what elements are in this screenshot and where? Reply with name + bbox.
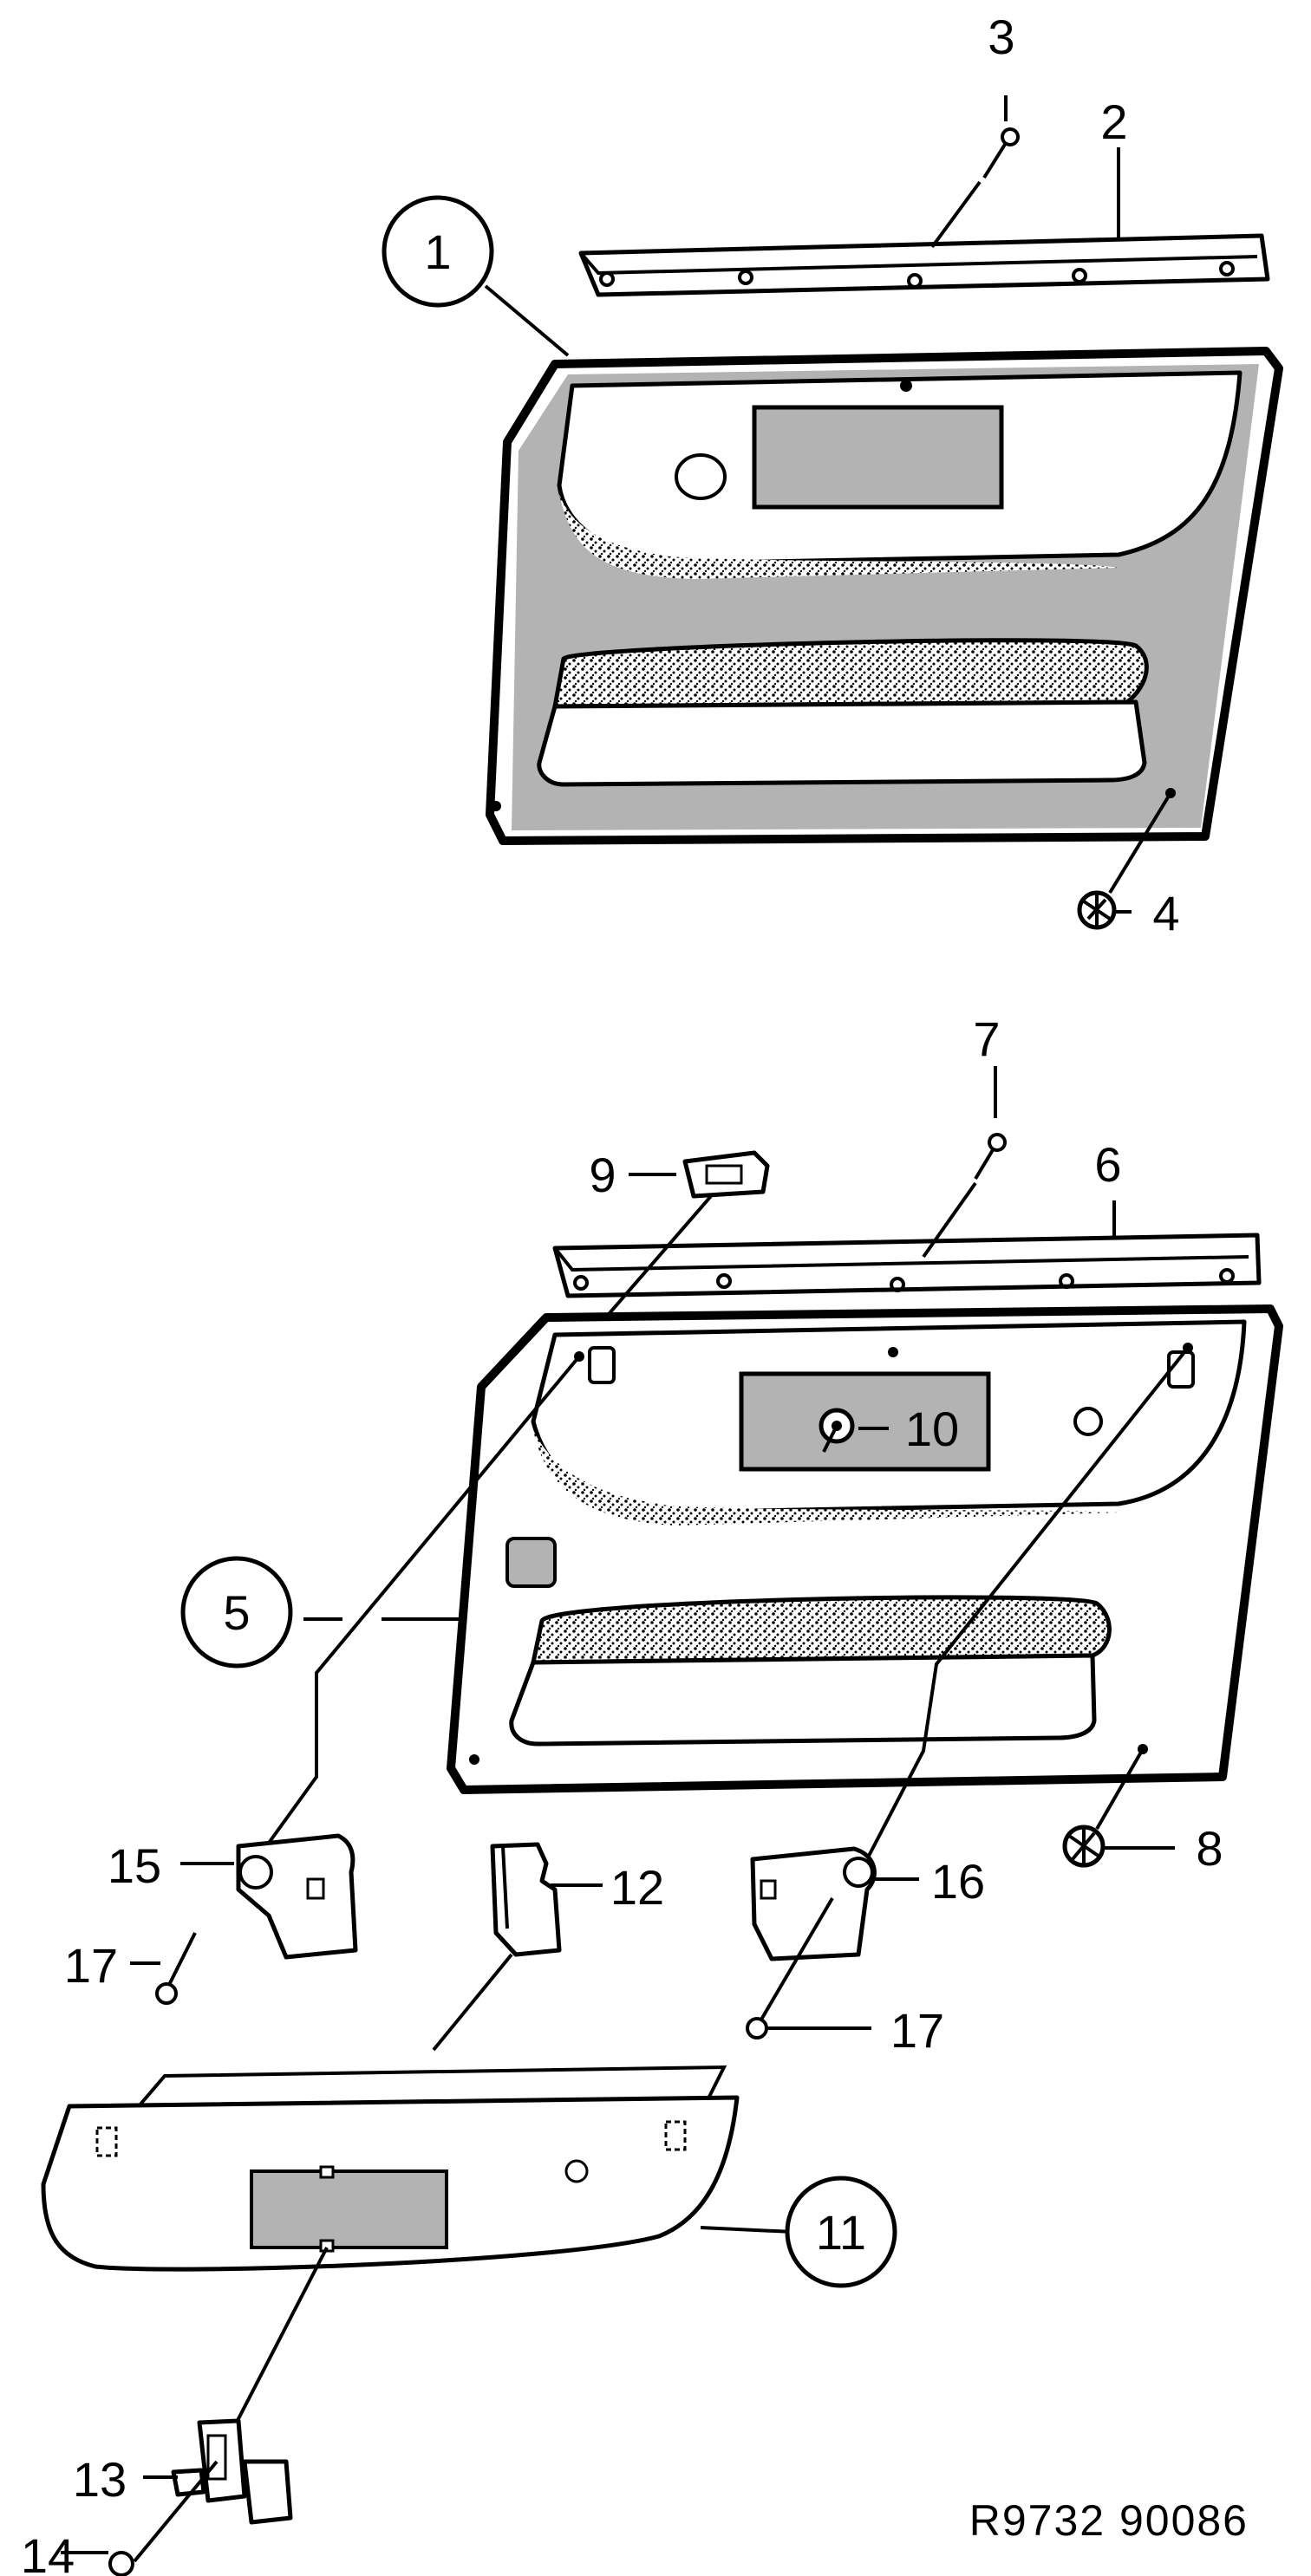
screw-part-17-left <box>130 1932 197 2005</box>
callout-label-13: 13 <box>73 2452 127 2507</box>
callout-label-17-right: 17 <box>890 2003 944 2058</box>
callout-label-11: 11 <box>816 2205 866 2260</box>
screw-part-17-right <box>746 1896 871 2039</box>
callout-label-4: 4 <box>1152 886 1179 940</box>
callout-label-2: 2 <box>1100 94 1127 149</box>
callout-label-17-left: 17 <box>64 1938 118 1993</box>
trim-strip-part-6 <box>552 1233 1262 1298</box>
bracket-part-15 <box>180 1833 358 1960</box>
door-panel-part-5 <box>447 1304 1283 1794</box>
clip-part-8 <box>1062 1748 1175 1868</box>
clip-part-9 <box>629 1150 770 1199</box>
callout-label-3: 3 <box>988 10 1014 64</box>
callout-label-7: 7 <box>973 1012 1000 1066</box>
screw-part-14 <box>61 2460 218 2576</box>
callout-circle-1 <box>382 195 494 308</box>
callout-label-16: 16 <box>931 1854 985 1909</box>
clip-part-12 <box>490 1842 603 1957</box>
callout-label-6: 6 <box>1094 1137 1121 1192</box>
screw-part-3 <box>982 127 1020 179</box>
bracket-part-16 <box>750 1846 919 1961</box>
callout-label-8: 8 <box>1196 1821 1223 1876</box>
callout-label-14: 14 <box>21 2528 75 2576</box>
door-panel-part-1 <box>486 347 1283 845</box>
screw-part-7 <box>974 1066 1007 1181</box>
callout-label-15: 15 <box>108 1838 161 1893</box>
callout-circle-5 <box>180 1556 293 1669</box>
trim-strip-part-2 <box>578 233 1270 297</box>
callout-label-10: 10 <box>905 1402 959 1456</box>
callout-label-12: 12 <box>610 1860 664 1915</box>
reference-code: R9732 90086 <box>969 2496 1249 2545</box>
callout-label-9: 9 <box>589 1148 616 1202</box>
callout-circle-11 <box>785 2176 897 2288</box>
clip-part-4 <box>1077 791 1172 930</box>
lower-panel-part-11 <box>41 2065 740 2272</box>
clip-part-13 <box>143 2418 293 2525</box>
callout-label-5: 5 <box>223 1585 250 1640</box>
callout-label-1: 1 <box>424 224 451 279</box>
